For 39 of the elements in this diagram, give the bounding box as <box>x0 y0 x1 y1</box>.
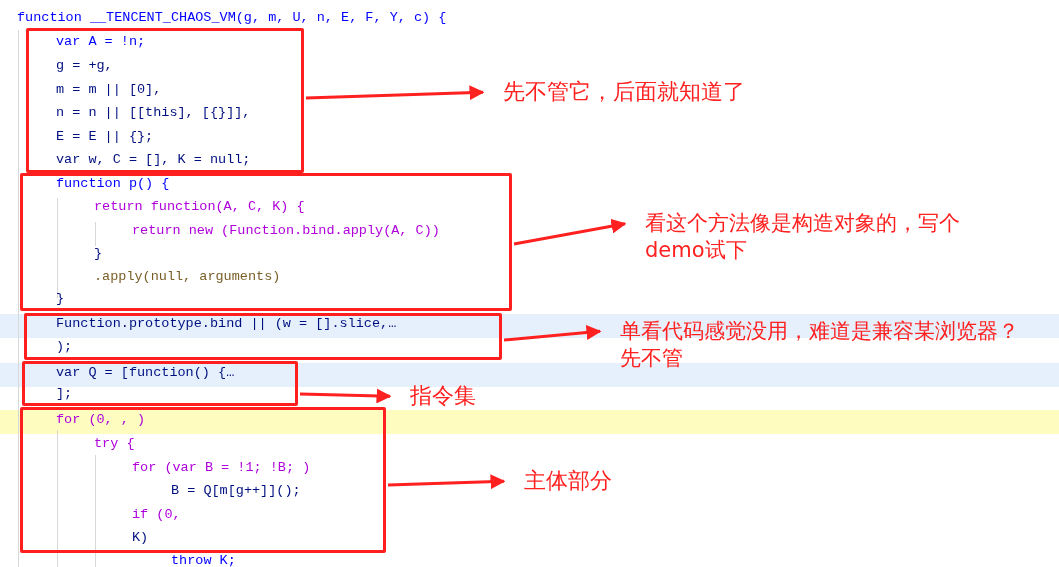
code-line: Function.prototype.bind || (w = [].slice,… <box>56 315 397 333</box>
arrow <box>513 218 627 246</box>
code-line: n = n || [[this], [{}]], <box>56 104 251 122</box>
code-line: B = Q[m[g++]](); <box>171 482 301 500</box>
code-line: var w, C = [], K = null; <box>56 151 251 169</box>
code-line: g = +g, <box>56 57 113 75</box>
code-line: ]; <box>56 385 73 403</box>
code-line: K) <box>132 529 149 547</box>
code-line: } <box>94 245 103 263</box>
code-line: E = E || {}; <box>56 128 154 146</box>
code-line: .apply(null, arguments) <box>94 268 281 286</box>
code-line: return new (Function.bind.apply(A, C)) <box>132 222 440 240</box>
arrow <box>503 325 602 342</box>
highlight-box <box>20 407 386 553</box>
code-line: for (0, , ) <box>56 411 146 429</box>
code-line: ); <box>56 338 73 356</box>
highlight-box <box>20 173 512 311</box>
arrow <box>305 85 485 101</box>
arrow <box>299 388 392 404</box>
code-line: try { <box>94 435 135 453</box>
code-line: var A = !n; <box>56 33 146 51</box>
annotation-text: 单看代码感觉没用，难道是兼容某浏览器？先不管 <box>620 318 1025 372</box>
arrow <box>387 474 506 490</box>
highlight-box <box>24 313 502 360</box>
highlight-box <box>22 361 298 406</box>
code-line: function p() { <box>56 175 170 193</box>
code-line: m = m || [0], <box>56 81 162 99</box>
code-line: throw K; <box>171 555 236 567</box>
annotation-text: 先不管它，后面就知道了 <box>503 78 803 107</box>
code-line: return function(A, C, K) { <box>94 198 305 216</box>
code-line: for (var B = !1; !B; ) <box>132 459 311 477</box>
code-line: var Q = [function() {… <box>56 364 235 382</box>
annotation-text: 指令集 <box>410 382 500 411</box>
highlight-box <box>26 28 304 173</box>
code-line: function __TENCENT_CHAOS_VM(g, m, U, n, E, F, Y, c) { <box>17 9 447 27</box>
code-line: if (0, <box>132 506 181 524</box>
code-line: } <box>56 290 65 308</box>
annotation-text: 主体部分 <box>524 467 634 496</box>
annotation-text: 看这个方法像是构造对象的，写个demo试下 <box>645 210 980 265</box>
